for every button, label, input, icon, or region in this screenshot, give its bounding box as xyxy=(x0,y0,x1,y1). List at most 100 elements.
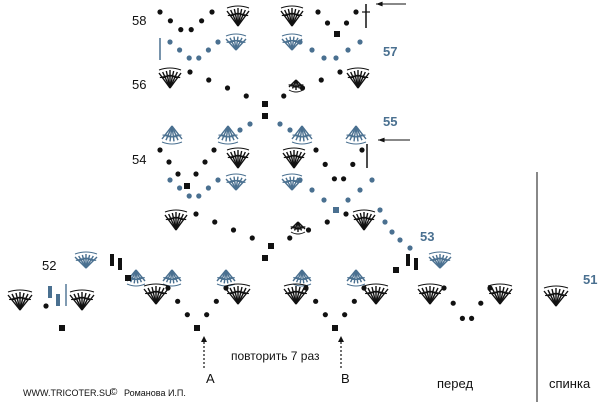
chain-stitch xyxy=(223,285,229,291)
fan-shell xyxy=(288,79,304,93)
chain-stitch xyxy=(441,285,447,291)
chain-stitch xyxy=(247,121,253,127)
chain-stitch xyxy=(357,39,363,45)
chain-stitch xyxy=(205,47,211,53)
fan-shell xyxy=(280,5,304,27)
chain-stitch xyxy=(230,227,237,233)
chain-stitch xyxy=(341,176,347,182)
fan-shell xyxy=(345,125,367,145)
chain-stitch xyxy=(389,229,395,235)
row-label-57: 57 xyxy=(383,44,398,59)
chain-stitch xyxy=(184,312,190,318)
fan-shell xyxy=(281,173,303,191)
fan-shell xyxy=(417,283,443,305)
fan-shell xyxy=(161,125,183,145)
chain-stitch xyxy=(206,77,212,83)
chain-stitch xyxy=(243,93,249,99)
chain-stitch xyxy=(167,39,173,45)
front-label: перед xyxy=(437,376,474,391)
fan-shell xyxy=(226,147,250,169)
chain-stitch xyxy=(309,47,315,53)
row-label-54: 54 xyxy=(132,152,147,167)
chain-stitch xyxy=(287,235,293,241)
chain-stitch xyxy=(324,20,331,26)
fan-shell xyxy=(225,33,247,51)
single-crochet xyxy=(125,275,131,281)
chain-stitch xyxy=(351,298,357,304)
chain-stitch xyxy=(345,47,351,53)
single-crochet xyxy=(184,183,190,189)
chain-stitch xyxy=(187,69,193,75)
chain-stitch xyxy=(186,193,192,199)
fan-shell xyxy=(225,283,251,305)
chain-stitch xyxy=(175,298,181,304)
chain-stitch xyxy=(318,77,324,83)
chain-stitch xyxy=(204,312,210,318)
chain-stitch xyxy=(305,227,312,233)
chain-stitch xyxy=(281,93,287,99)
single-crochet xyxy=(333,207,339,213)
chain-stitch xyxy=(196,193,202,199)
fan-shell xyxy=(162,269,182,287)
chain-stitch xyxy=(224,85,231,91)
fan-shell xyxy=(543,285,569,307)
chain-stitch xyxy=(321,55,327,61)
fan-shell xyxy=(290,221,306,235)
chain-stitch xyxy=(469,315,475,321)
chain-stitch xyxy=(322,312,328,318)
single-crochet xyxy=(268,243,274,249)
chain-stitch xyxy=(459,315,465,321)
double-stitch xyxy=(56,294,60,306)
row-label-56: 56 xyxy=(132,77,147,92)
repeat-arrow-b-head xyxy=(338,336,344,342)
chain-stitch xyxy=(167,177,173,183)
marker-b: B xyxy=(341,371,350,386)
fan-shell xyxy=(292,269,312,287)
fan-shell xyxy=(282,147,306,169)
chain-stitch xyxy=(196,55,202,61)
row-arrow-55-head xyxy=(378,137,385,143)
chain-stitch xyxy=(337,69,343,75)
chain-stitch xyxy=(277,121,283,127)
chain-stitch xyxy=(249,235,255,241)
fan-shell xyxy=(216,269,236,287)
chain-stitch xyxy=(382,219,388,225)
single-crochet xyxy=(194,325,200,331)
repeat-caption: повторить 7 раз xyxy=(231,349,320,363)
row-label-58: 58 xyxy=(132,13,147,28)
row-label-51: 51 xyxy=(583,272,598,287)
chain-stitch xyxy=(157,147,163,153)
chain-stitch xyxy=(361,285,367,291)
chain-stitch xyxy=(299,85,306,91)
chain-stitch xyxy=(212,219,218,225)
double-stitch xyxy=(110,254,114,266)
chain-stitch xyxy=(188,27,194,33)
chain-stitch xyxy=(331,176,337,182)
author-name: Романова И.П. xyxy=(124,388,186,398)
chain-stitch xyxy=(237,127,243,133)
single-crochet xyxy=(262,113,268,119)
fan-shell xyxy=(217,125,239,145)
marker-a: A xyxy=(206,371,215,386)
chain-stitch xyxy=(333,55,339,61)
single-crochet xyxy=(59,325,65,331)
double-stitch xyxy=(414,258,418,270)
chain-stitch xyxy=(209,9,215,15)
row-label-53: 53 xyxy=(420,229,435,244)
chain-stitch xyxy=(359,147,365,153)
fan-shell xyxy=(346,67,370,89)
copyright-sign: © xyxy=(110,387,118,398)
single-crochet xyxy=(334,31,340,37)
chain-stitch xyxy=(357,187,363,193)
fan-shell xyxy=(346,269,366,287)
chain-stitch xyxy=(215,39,221,45)
fan-shell xyxy=(363,283,389,305)
single-crochet xyxy=(262,101,268,107)
single-crochet xyxy=(262,255,268,261)
chain-stitch xyxy=(165,285,171,291)
chain-stitch xyxy=(353,9,359,15)
chain-stitch xyxy=(377,207,383,213)
fan-shell xyxy=(428,251,452,269)
chain-stitch xyxy=(343,211,349,217)
